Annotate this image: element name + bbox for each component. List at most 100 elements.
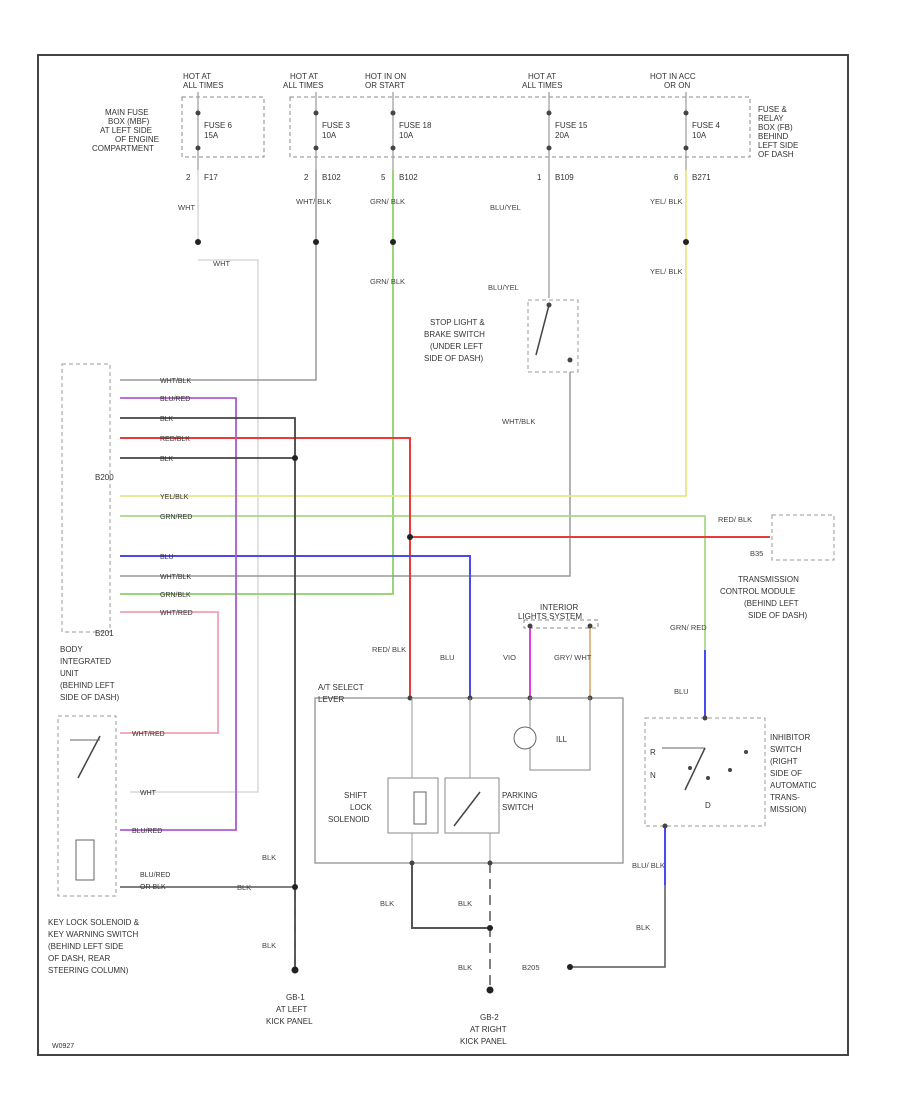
lbl-blk-5: BLK [458,963,472,972]
wire-sl-gnd [411,863,490,929]
illum-label: ILL [556,735,568,744]
lbl-grnblk: GRN/ BLK [370,197,405,206]
splice-grnblk [390,239,396,245]
fuse-6: FUSE 6 15A 2 F17 [186,92,233,182]
lbl-yelblk: YEL/ BLK [650,197,683,206]
lbl-brake-out: WHT/BLK [502,417,535,426]
lbl-blublk: BLU/ BLK [632,861,665,870]
lbl-b205: B205 [522,963,540,972]
fuse-6-pin: 2 [186,173,191,182]
fuse-6-amp: 15A [204,131,219,140]
body-unit-l5: SIDE OF DASH) [60,693,119,702]
interior-lights-system: INTERIOR LIGHTS SYSTEM [518,603,599,629]
main-fuse-box-outline [181,96,265,158]
body-unit-l1: BODY [60,645,83,654]
main-fuse-box-l4: OF ENGINE [115,135,159,144]
lbl-wht-2: WHT [213,259,230,268]
lbl-blk-key: BLK [237,883,251,892]
fuse-4-amp: 10A [692,131,707,140]
splice-yelblk [683,239,689,245]
main-fuse-box-l5: COMPARTMENT [92,144,154,153]
fuse-3: FUSE 3 10A 2 B102 [304,92,351,182]
body-unit-l3: UNIT [60,669,79,678]
parking-switch-box [444,777,500,834]
gb1-l2: AT LEFT [276,1005,307,1014]
inhibitor-l1: INHIBITOR [770,733,811,742]
lbl-blk-1: BLK [262,853,276,862]
transmission-control-module: TRANSMISSION CONTROL MODULE (BEHIND LEFT… [720,514,835,620]
splice-dots [195,239,689,994]
fuse-top-label-3b: OR START [365,81,405,90]
stop-light-l3: (UNDER LEFT [430,342,483,351]
fuse-15-name: FUSE 15 [555,121,588,130]
key-lock-l3: (BEHIND LEFT SIDE [48,942,123,951]
lbl-blk-2: BLK [262,941,276,950]
fuse-3-name: FUSE 3 [322,121,351,130]
fuse-top-label-1a: HOT AT [183,72,211,81]
main-fuse-box-l3: AT LEFT SIDE [100,126,152,135]
fuse-4-conn: B271 [692,173,711,182]
key-lock-l5: STEERING COLUMN) [48,966,129,975]
gb2-l3: KICK PANEL [460,1037,507,1046]
key-wire-1: WHT/RED [132,731,165,738]
inhibitor-l4: SIDE OF [770,769,802,778]
bcm-wire-1: WHT/BLK [160,378,191,385]
wire-whtred [120,611,219,734]
bcm-wire-8: BLU [160,554,174,561]
relay-box-l1: FUSE & [758,105,788,114]
shift-lock-box [387,777,439,834]
fuse-top-label-2a: HOT AT [290,72,318,81]
key-wire-4: BLU/RED [140,872,170,879]
lbl-bluyel-2: BLU/YEL [488,283,519,292]
fuse-4: FUSE 4 10A 6 B271 [674,92,721,182]
fuse-4-pin: 6 [674,173,679,182]
fuse-18-pin: 5 [381,173,386,182]
stop-light-l1: STOP LIGHT & [430,318,485,327]
shift-lock-l3: SOLENOID [328,815,370,824]
wire-whtblk-brake [120,372,571,577]
shift-lock-l2: LOCK [350,803,372,812]
wire-grnblk-fuse18 [120,170,394,595]
bcm-wire-6: YEL/BLK [160,494,189,501]
conn-b200: B200 [95,473,114,482]
key-wire-2: WHT [140,790,157,797]
lbl-blu: BLU [440,653,455,662]
wire-redblk [120,437,411,698]
fuse-4-name: FUSE 4 [692,121,721,130]
splice-whtblk [313,239,319,245]
relay-box-l3: BOX (FB) [758,123,793,132]
inhibitor-switch: R N D INHIBITOR SWITCH (RIGHT SIDE OF AU… [644,715,817,829]
main-fuse-box-l1: MAIN FUSE [105,108,149,117]
key-lock-l4: OF DASH, REAR [48,954,110,963]
shift-lock-l1: SHIFT [344,791,367,800]
interior-lights-l1: INTERIOR [540,603,578,612]
fuse-block: HOT AT ALL TIMES HOT AT ALL TIMES HOT IN… [92,72,798,182]
lbl-b35: B35 [750,549,763,558]
key-wire-3: BLU/RED [132,828,162,835]
inhibitor-n: N [650,771,656,780]
at-select-l2: LEVER [318,695,344,704]
relay-box-l5: LEFT SIDE [758,141,798,150]
wire-yelblk-fuse4 [120,170,687,497]
fuse-15: FUSE 15 20A 1 B109 [537,92,588,182]
diagram-frame [37,54,849,1056]
fuse-18-conn: B102 [399,173,418,182]
bcm-wire-5: BLK [160,456,174,463]
wires [120,170,770,990]
bcm-pin-labels: WHT/BLK BLU/RED BLK RED/BLK BLK YEL/BLK … [160,378,193,617]
at-select-l1: A/T SELECT [318,683,364,692]
lbl-wht-top: WHT [178,203,195,212]
inhibitor-d: D [705,801,711,810]
fuse-18-name: FUSE 18 [399,121,432,130]
bcm-wire-4: RED/BLK [160,436,190,443]
key-lock-l1: KEY LOCK SOLENOID & [48,918,140,927]
fuse-top-label-3a: HOT IN ON [365,72,406,81]
lbl-bluyel: BLU/YEL [490,203,521,212]
bcm-wire-2: BLU/RED [160,396,190,403]
at-select-lever: A/T SELECT LEVER ILL SHIFT LOCK SOLENOID… [314,683,624,866]
fuse-18: FUSE 18 10A 5 B102 [381,92,432,182]
fuse-6-name: FUSE 6 [204,121,233,130]
stop-light-switch: STOP LIGHT & BRAKE SWITCH (UNDER LEFT SI… [424,299,579,373]
lbl-blk-3: BLK [380,899,394,908]
fuse-top-label-5b: OR ON [664,81,690,90]
